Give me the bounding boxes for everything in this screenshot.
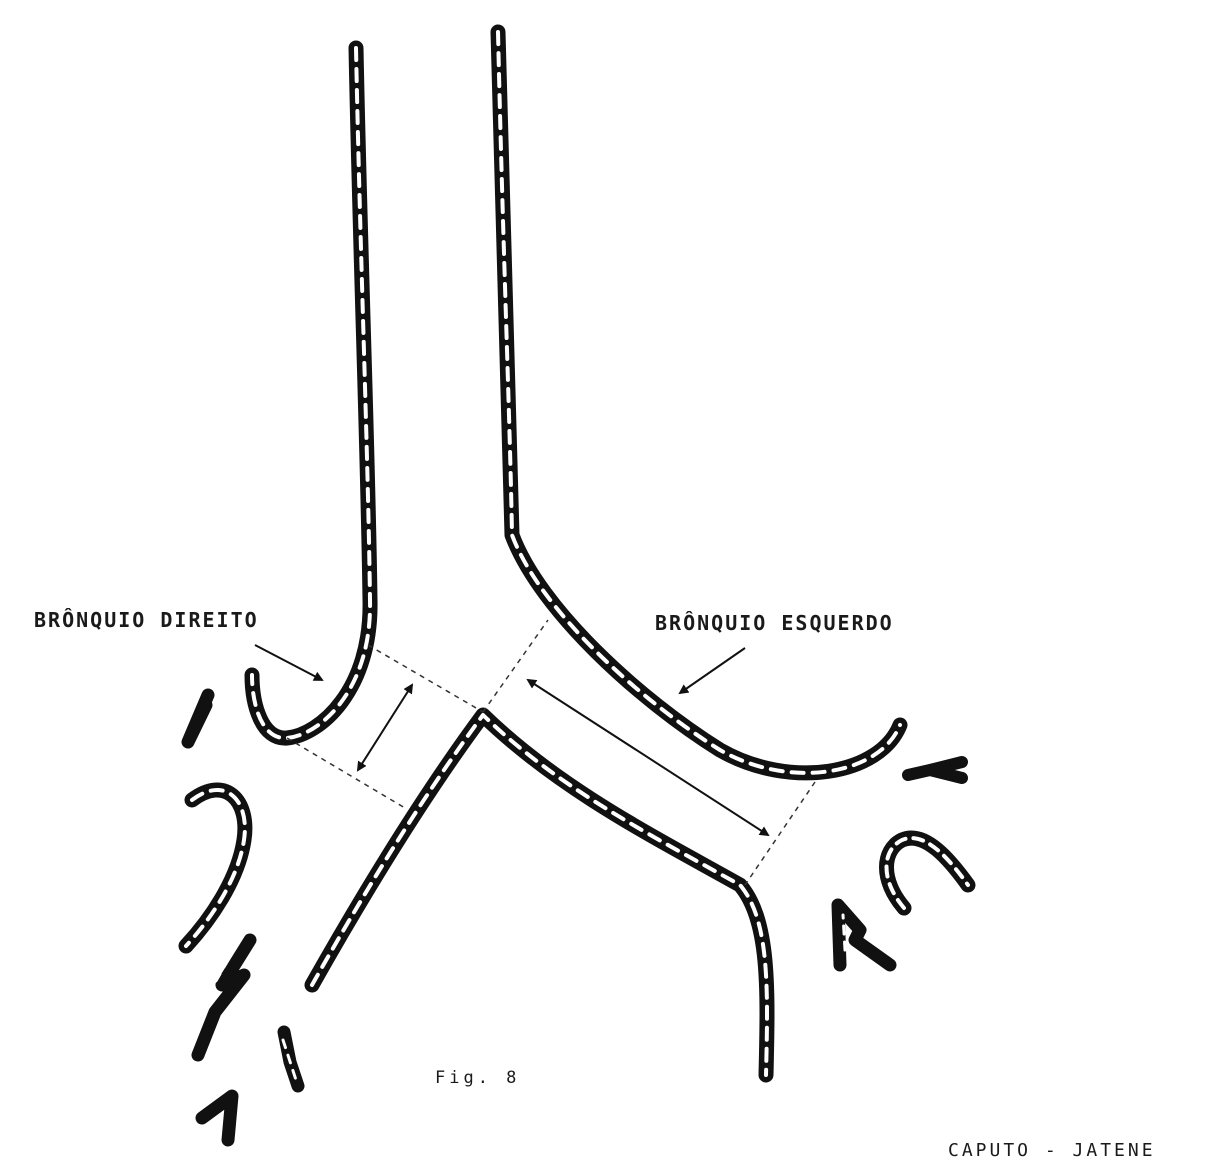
left-fragment-arrow (908, 762, 962, 778)
right-bronchus-pointer (255, 645, 322, 680)
right-bronchus-proximal-guide (368, 645, 483, 712)
trachea-left-wall (252, 48, 370, 738)
trachea-right-wall (498, 32, 900, 773)
label-pointers (255, 645, 745, 693)
left-bronchus-proximal-guide (483, 620, 548, 712)
carina-wall (312, 715, 767, 1075)
right-fragment-v3 (202, 1096, 232, 1140)
left-bronchus-distal-guide (745, 782, 815, 885)
left-bronchus-pointer (680, 648, 745, 693)
right-fragment-hook (186, 790, 245, 946)
left-fragment-v (838, 905, 890, 965)
right-bronchus-label: BRÔNQUIO DIREITO (34, 608, 259, 632)
figure-caption: Fig. 8 (435, 1068, 520, 1088)
right-fragment-v2 (283, 1032, 298, 1086)
right-fragment-v1 (198, 940, 250, 1055)
right-fragment-upper (188, 695, 208, 742)
left-bronchus-label: BRÔNQUIO ESQUERDO (655, 611, 894, 635)
right-bronchus-length-arrow (358, 685, 412, 770)
left-fragment-arch (887, 838, 969, 908)
right-bronchus-distal-guide (287, 738, 405, 808)
airway-walls (186, 32, 968, 1140)
